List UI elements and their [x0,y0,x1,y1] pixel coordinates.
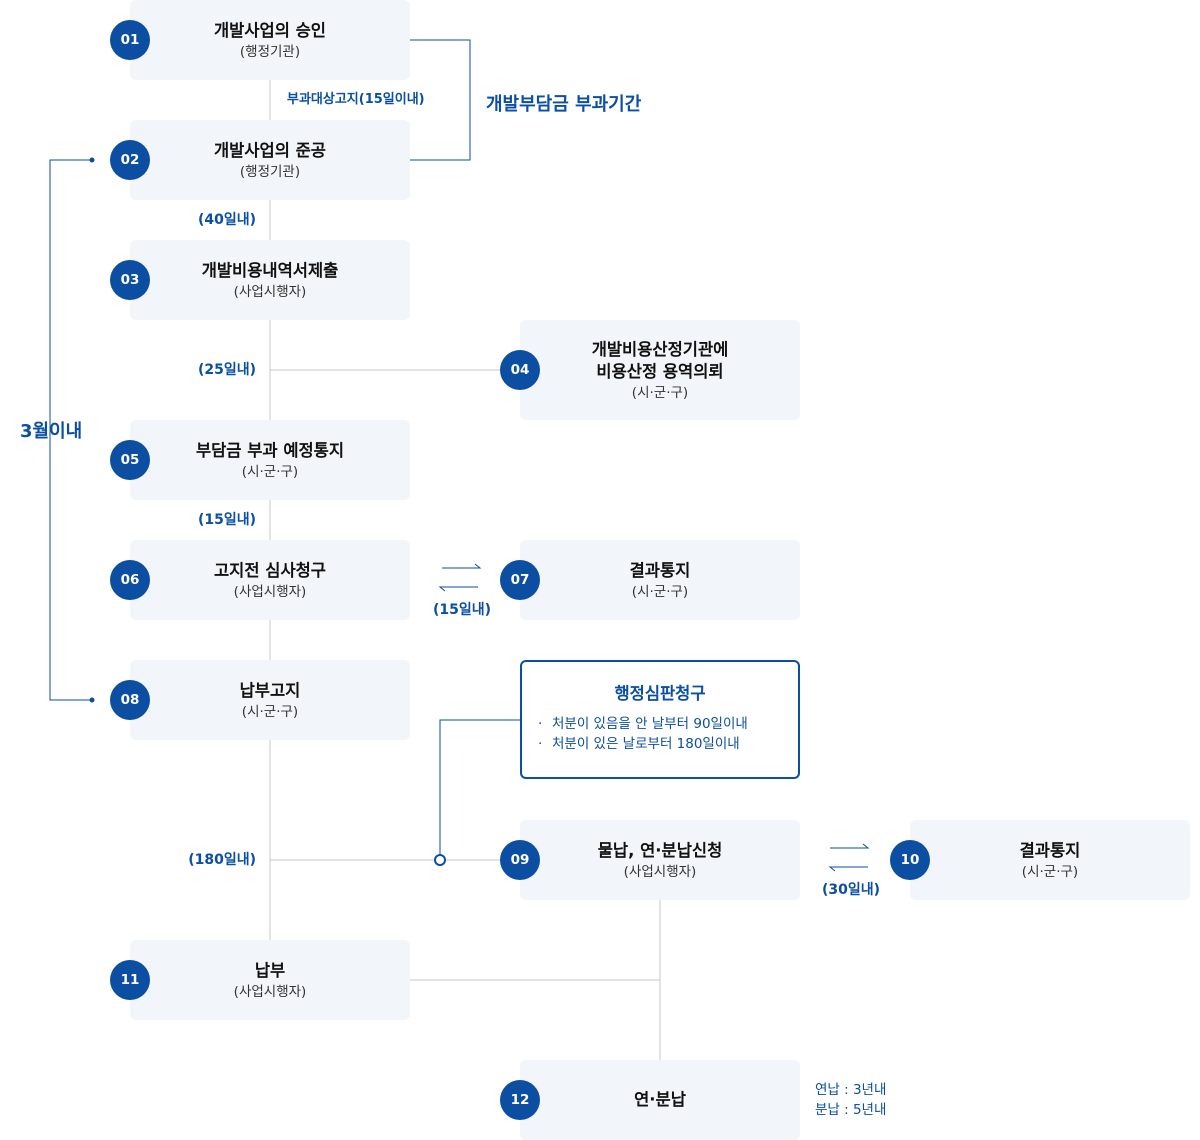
step-number-badge: 08 [110,680,150,720]
installment-annual: 연납 : 3년내 [815,1082,887,1098]
step-title: 고지전 심사청구 [213,560,326,580]
step-number-badge: 06 [110,560,150,600]
deadline-label-180: (180일내) [188,852,256,868]
step-title: 물납, 연·분납신청 [597,840,723,860]
installment-split: 분납 : 5년내 [815,1102,887,1118]
deadline-label-40: (40일내) [197,212,256,228]
step-10-box: 결과통지 (시·군·구) [910,820,1190,900]
step-subtitle: (시·군·구) [241,703,299,720]
three-month-label: 3월이내 [20,421,83,442]
step-subtitle: (시·군·구) [241,463,299,480]
installment-note: 연납 : 3년내 분납 : 5년내 [815,1080,886,1120]
step-title: 결과통지 [629,560,691,580]
step-04-box: 개발비용산정기관에 비용산정 용역의뢰 (시·군·구) [520,320,800,420]
step-number-badge: 12 [500,1080,540,1120]
step-number-badge: 10 [890,840,930,880]
step-title: 납부고지 [239,680,301,700]
appeal-item: 처분이 있음을 안 날부터 90일이내 [538,714,748,734]
step-02-box: 개발사업의 준공 (행정기관) [130,120,410,200]
step-subtitle: (시·군·구) [631,583,689,600]
deadline-label-25: (25일내) [197,362,256,378]
deadline-label-15: (15일내) [197,512,256,528]
step-title: 개발비용내역서제출 [201,260,339,280]
step-subtitle: (시·군·구) [1021,863,1079,880]
appeal-item: 처분이 있은 날로부터 180일이내 [538,734,748,754]
step-number-badge: 04 [500,350,540,390]
step-number-badge: 01 [110,20,150,60]
step-03-box: 개발비용내역서제출 (사업시행자) [130,240,410,320]
step-09-box: 물납, 연·분납신청 (사업시행자) [520,820,800,900]
step-subtitle: (사업시행자) [233,583,307,600]
step-05-box: 부담금 부과 예정통지 (시·군·구) [130,420,410,500]
step-title: 개발비용산정기관에 [591,339,729,359]
step-number-badge: 09 [500,840,540,880]
step-number-badge: 05 [110,440,150,480]
deadline-label-30: (30일내) [822,882,881,898]
step-title: 연·분납 [634,1090,686,1109]
step-12-box: 연·분납 [520,1060,800,1140]
step-title: 개발사업의 준공 [213,140,326,160]
step-subtitle: (행정기관) [239,43,301,60]
step-number-badge: 07 [500,560,540,600]
step-number-badge: 03 [110,260,150,300]
step-07-box: 결과통지 (시·군·구) [520,540,800,620]
step-subtitle: (행정기관) [239,163,301,180]
step-title: 결과통지 [1019,840,1081,860]
step-subtitle: (시·군·구) [631,384,689,401]
step-title: 개발사업의 승인 [213,20,326,40]
step-title-line2: 비용산정 용역의뢰 [596,361,724,381]
step-title: 부담금 부과 예정통지 [195,440,345,460]
step-subtitle: (사업시행자) [623,863,697,880]
appeal-title: 행정심판청구 [614,684,706,703]
notice-deadline-label: 부과대상고지(15일이내) [287,92,425,107]
step-subtitle: (사업시행자) [233,983,307,1000]
step-title: 납부 [254,960,286,980]
step-number-badge: 02 [110,140,150,180]
step-11-box: 납부 (사업시행자) [130,940,410,1020]
step-01-box: 개발사업의 승인 (행정기관) [130,0,410,80]
step-08-box: 납부고지 (시·군·구) [130,660,410,740]
appeal-list: 처분이 있음을 안 날부터 90일이내 처분이 있은 날로부터 180일이내 [538,714,748,754]
step-number-badge: 11 [110,960,150,1000]
step-06-box: 고지전 심사청구 (사업시행자) [130,540,410,620]
deadline-label-15-review: (15일내) [433,602,492,618]
step-subtitle: (사업시행자) [233,283,307,300]
administrative-appeal-box: 행정심판청구 처분이 있음을 안 날부터 90일이내 처분이 있은 날로부터 1… [520,660,800,779]
levy-period-label: 개발부담금 부과기간 [486,94,642,115]
